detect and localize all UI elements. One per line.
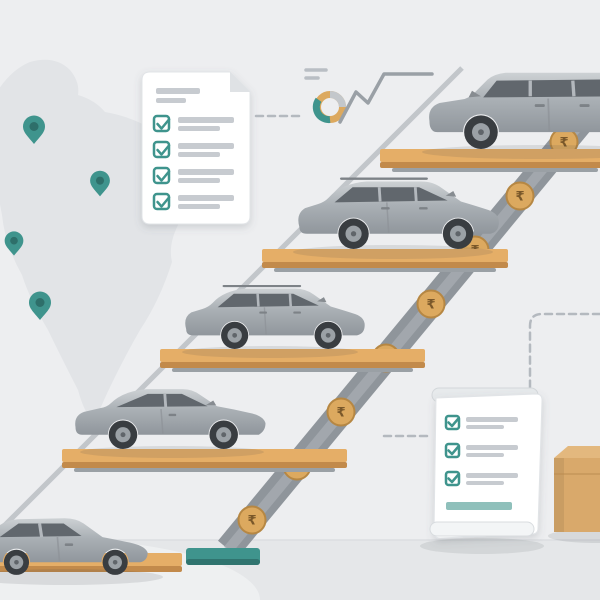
- checklist-document: [141, 71, 251, 225]
- rupee-coin: ₹: [505, 181, 535, 211]
- rupee-coin: ₹: [237, 505, 267, 535]
- rupee-coin: ₹: [326, 397, 356, 427]
- rupee-symbol: ₹: [426, 298, 435, 313]
- scroll-row: [444, 414, 518, 431]
- stair-step-5: [380, 149, 600, 172]
- scroll-row: [444, 442, 518, 459]
- stair-step-3: [160, 349, 425, 372]
- rupee-symbol: ₹: [515, 190, 524, 205]
- car-shadow: [293, 245, 493, 259]
- scroll-bottom-curl: [429, 521, 535, 537]
- checklist-row: [152, 140, 234, 159]
- rupee-coin: ₹: [416, 289, 446, 319]
- folded-corner: [230, 72, 250, 92]
- scroll-row: [444, 470, 518, 487]
- car-shadow: [182, 346, 358, 358]
- rupee-symbol: ₹: [336, 406, 345, 421]
- trend-line: [338, 72, 434, 124]
- rupee-symbol: ₹: [559, 136, 568, 151]
- checklist-row: [152, 166, 234, 185]
- stair-step-2: [62, 449, 347, 472]
- cardboard-box: [548, 446, 600, 543]
- car-shadow: [0, 569, 163, 585]
- scroll-highlight-line: [446, 502, 512, 510]
- stair-step-4: [262, 249, 508, 272]
- checklist-row: [152, 192, 234, 211]
- growth-chart-icon: [304, 68, 434, 124]
- donut-chart-icon: [312, 91, 346, 124]
- car-shadow: [422, 145, 600, 159]
- staircase-beam: [218, 78, 600, 558]
- rupee-symbol: ₹: [247, 514, 256, 529]
- beam-foot: [186, 548, 260, 565]
- checklist-row: [152, 114, 234, 133]
- outline-frame: [528, 312, 600, 394]
- car-shadow: [80, 446, 264, 458]
- scroll-checklist: [420, 387, 544, 554]
- india-map: [0, 59, 181, 420]
